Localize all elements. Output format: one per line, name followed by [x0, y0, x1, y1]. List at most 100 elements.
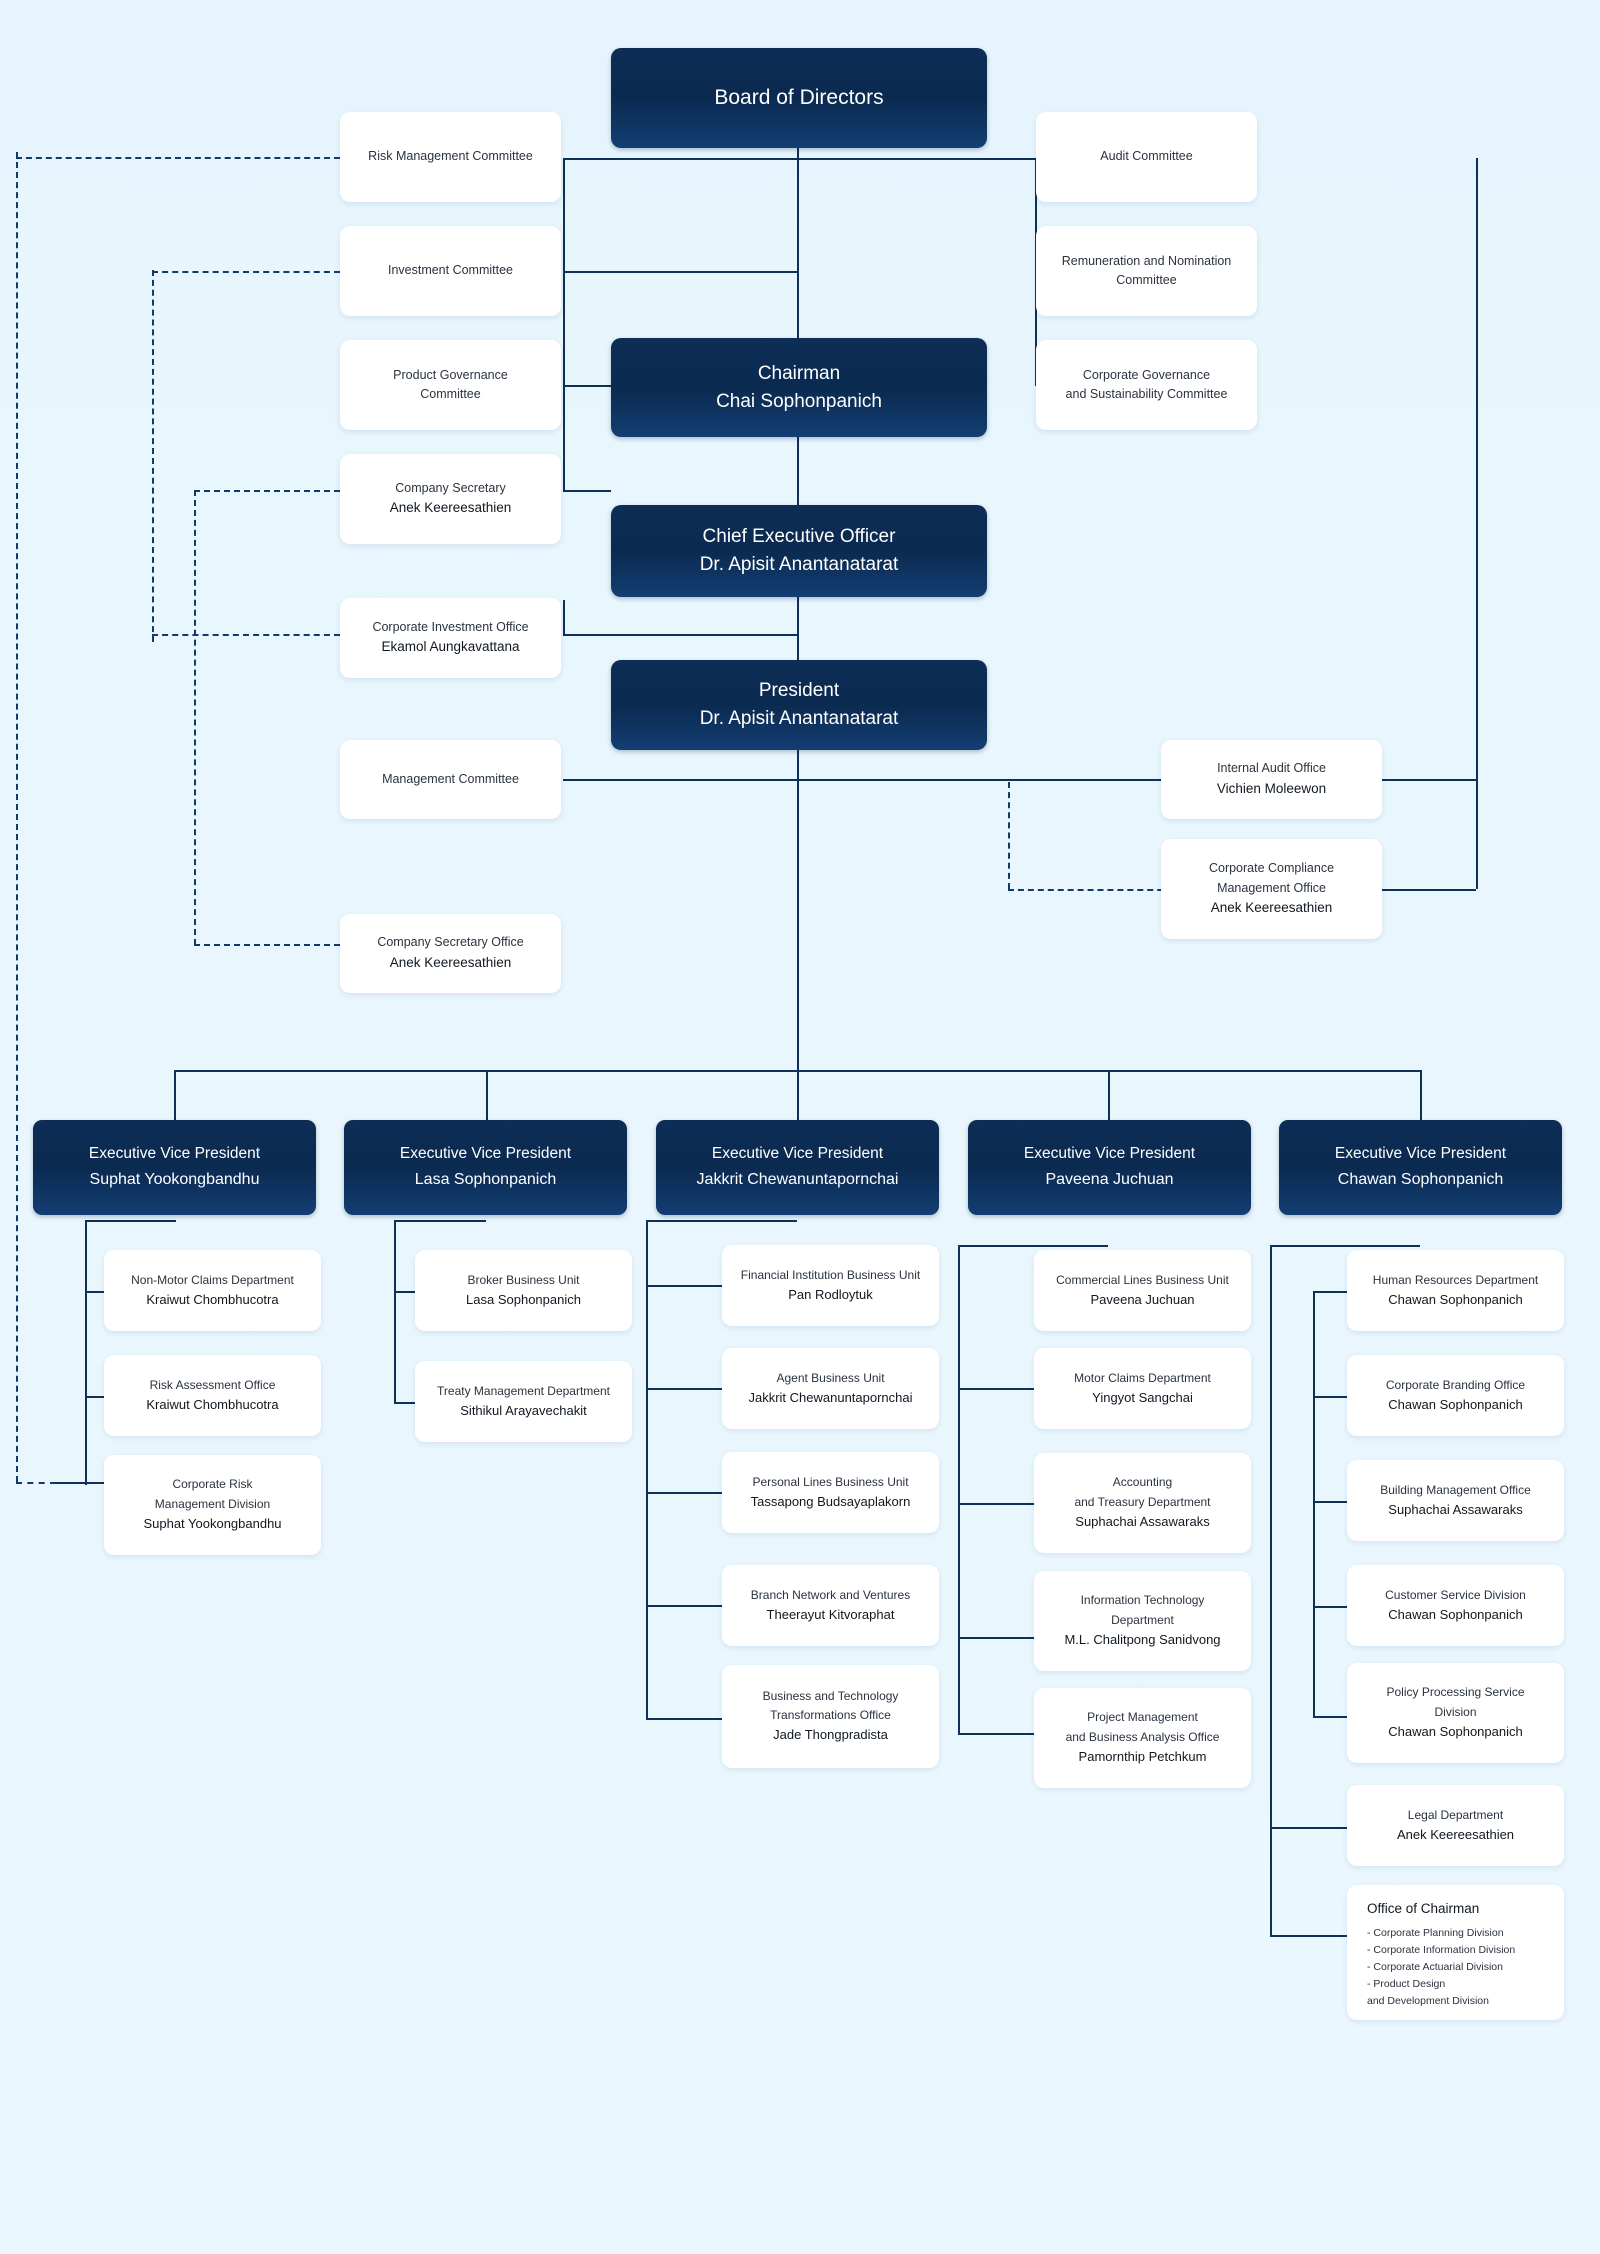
node-title: Personal Lines Business Unit [752, 1474, 909, 1489]
node-risk-assessment-office[interactable]: Risk Assessment Office Kraiwut Chombhuco… [104, 1355, 321, 1436]
node-person: Vichien Moleewon [1216, 780, 1327, 796]
connector-internal-audit [1382, 779, 1476, 781]
node-evp-chawan-sophonpanich[interactable]: Executive Vice President Chawan Sophonpa… [1279, 1120, 1562, 1215]
node-customer-service-division[interactable]: Customer Service Division Chawan Sophonp… [1347, 1565, 1564, 1646]
node-title: Broker Business Unit [467, 1272, 580, 1287]
node-person: Chawan Sophonpanich [1388, 1723, 1523, 1739]
node-person: Ekamol Aungkavattana [381, 639, 520, 655]
node-treaty-management-department[interactable]: Treaty Management Department Sithikul Ar… [415, 1361, 632, 1442]
node-title: Executive Vice President [711, 1145, 884, 1163]
connector-col2-rail [394, 1220, 396, 1403]
connector-col5-b4 [1313, 1606, 1347, 1608]
node-corporate-branding-office[interactable]: Corporate Branding Office Chawan Sophonp… [1347, 1355, 1564, 1436]
node-information-technology-department[interactable]: Information Technology Department M.L. C… [1034, 1571, 1251, 1671]
connector-col4-top [958, 1245, 1108, 1247]
node-corporate-risk-management-division[interactable]: Corporate Risk Management Division Supha… [104, 1455, 321, 1555]
node-personal-lines-business-unit[interactable]: Personal Lines Business Unit Tassapong B… [722, 1452, 939, 1533]
node-company-secretary[interactable]: Company Secretary Anek Keereesathien [340, 454, 561, 544]
node-corporate-governance-and-sustainability-committee[interactable]: Corporate Governance and Sustainability … [1036, 340, 1257, 430]
node-title: Policy Processing Service Division [1386, 1685, 1525, 1719]
node-motor-claims-department[interactable]: Motor Claims Department Yingyot Sangchai [1034, 1348, 1251, 1429]
node-person: Chawan Sophonpanich [1388, 1396, 1523, 1412]
list-item: - Product Design and Development Divisio… [1367, 1977, 1489, 2007]
node-accounting-and-treasury-department[interactable]: Accounting and Treasury Department Supha… [1034, 1453, 1251, 1553]
node-chairman[interactable]: Chairman Chai Sophonpanich [611, 338, 987, 437]
node-non-motor-claims-department[interactable]: Non-Motor Claims Department Kraiwut Chom… [104, 1250, 321, 1331]
node-internal-audit-office[interactable]: Internal Audit Office Vichien Moleewon [1161, 740, 1382, 819]
node-person: Anek Keereesathien [1210, 899, 1333, 915]
node-title: President [758, 680, 840, 702]
node-title: Audit Committee [1100, 149, 1193, 164]
node-person: Paveena Juchuan [1090, 1291, 1195, 1307]
dashed-corporate-risk-division [16, 1482, 56, 1484]
node-financial-institution-business-unit[interactable]: Financial Institution Business Unit Pan … [722, 1245, 939, 1326]
connector-col1-rail-top [174, 1220, 176, 1222]
node-board-of-directors[interactable]: Board of Directors [611, 48, 987, 148]
node-title: Commercial Lines Business Unit [1056, 1272, 1229, 1287]
node-evp-paveena-juchuan[interactable]: Executive Vice President Paveena Juchuan [968, 1120, 1251, 1215]
connector-col5-b5 [1313, 1716, 1347, 1718]
connector-spine-ceo-president [797, 597, 799, 660]
connector-col3-b2 [646, 1388, 722, 1390]
connector-col4-b2 [958, 1388, 1034, 1390]
node-business-and-technology-transformations-office[interactable]: Business and Technology Transformations … [722, 1665, 939, 1768]
node-commercial-lines-business-unit[interactable]: Commercial Lines Business Unit Paveena J… [1034, 1250, 1251, 1331]
connector-col1-b3 [54, 1482, 104, 1484]
node-title: Corporate Risk Management Division [154, 1477, 271, 1511]
node-broker-business-unit[interactable]: Broker Business Unit Lasa Sophonpanich [415, 1250, 632, 1331]
node-product-governance-committee[interactable]: Product Governance Committee [340, 340, 561, 430]
dashed-corporate-investment [152, 634, 340, 636]
node-evp-suphat-yookongbandhu[interactable]: Executive Vice President Suphat Yookongb… [33, 1120, 316, 1215]
node-human-resources-department[interactable]: Human Resources Department Chawan Sophon… [1347, 1250, 1564, 1331]
node-company-secretary-office[interactable]: Company Secretary Office Anek Keereesath… [340, 914, 561, 993]
node-building-management-office[interactable]: Building Management Office Suphachai Ass… [1347, 1460, 1564, 1541]
connector-col1-rail [85, 1220, 87, 1485]
dashed-outer-left-rail [16, 152, 18, 1482]
node-management-committee[interactable]: Management Committee [340, 740, 561, 819]
connector-col3-b1 [646, 1285, 722, 1287]
node-president[interactable]: President Dr. Apisit Anantanatarat [611, 660, 987, 750]
node-audit-committee[interactable]: Audit Committee [1036, 112, 1257, 202]
node-person: Dr. Apisit Anantanatarat [699, 554, 899, 575]
node-evp-lasa-sophonpanich[interactable]: Executive Vice President Lasa Sophonpani… [344, 1120, 627, 1215]
list-item: - Corporate Planning Division [1367, 1926, 1504, 1939]
node-title: Project Management and Business Analysis… [1065, 1710, 1220, 1744]
node-title: Financial Institution Business Unit [740, 1267, 921, 1282]
connector-col4-rail [958, 1245, 960, 1733]
connector-col2-b2 [394, 1402, 415, 1404]
connector-left-product [563, 385, 611, 387]
dashed-secretary-rail [194, 490, 196, 945]
node-title: Human Resources Department [1372, 1272, 1539, 1287]
connector-spine-board-chairman [797, 148, 799, 338]
connector-col1-b1 [85, 1291, 104, 1293]
node-title: Corporate Compliance Management Office [1208, 861, 1335, 895]
node-chief-executive-officer[interactable]: Chief Executive Officer Dr. Apisit Anant… [611, 505, 987, 597]
dashed-company-secretary [194, 490, 340, 492]
node-investment-committee[interactable]: Investment Committee [340, 226, 561, 316]
node-title: Corporate Governance and Sustainability … [1065, 367, 1228, 401]
connector-col5-top [1270, 1245, 1420, 1247]
node-office-of-chairman[interactable]: Office of Chairman - Corporate Planning … [1347, 1885, 1564, 2020]
node-agent-business-unit[interactable]: Agent Business Unit Jakkrit Chewanuntapo… [722, 1348, 939, 1429]
node-person: Tassapong Budsayaplakorn [750, 1493, 911, 1509]
node-remuneration-and-nomination-committee[interactable]: Remuneration and Nomination Committee [1036, 226, 1257, 316]
node-risk-management-committee[interactable]: Risk Management Committee [340, 112, 561, 202]
node-person: Anek Keereesathien [389, 954, 512, 970]
node-title: Customer Service Division [1385, 1587, 1526, 1602]
node-corporate-investment-office[interactable]: Corporate Investment Office Ekamol Aungk… [340, 598, 561, 678]
node-person: Chawan Sophonpanich [1388, 1606, 1523, 1622]
node-branch-network-and-ventures[interactable]: Branch Network and Ventures Theerayut Ki… [722, 1565, 939, 1646]
node-policy-processing-service-division[interactable]: Policy Processing Service Division Chawa… [1347, 1663, 1564, 1763]
node-title: Branch Network and Ventures [750, 1587, 911, 1602]
list-item: - Corporate Actuarial Division [1367, 1960, 1503, 1973]
node-person: Suphat Yookongbandhu [143, 1515, 282, 1531]
node-project-management-and-business-analysis-office[interactable]: Project Management and Business Analysis… [1034, 1688, 1251, 1788]
node-title: Executive Vice President [88, 1145, 261, 1163]
connector-col1-b2 [85, 1396, 104, 1398]
node-legal-department[interactable]: Legal Department Anek Keereesathien [1347, 1785, 1564, 1866]
connector-president-right-offices [797, 779, 1476, 781]
node-corporate-compliance-management-office[interactable]: Corporate Compliance Management Office A… [1161, 839, 1382, 939]
node-person: Anek Keereesathien [1396, 1826, 1515, 1842]
node-evp-jakkrit-chewanuntapornchai[interactable]: Executive Vice President Jakkrit Chewanu… [656, 1120, 939, 1215]
connector-evp-stem-5 [1420, 1070, 1422, 1120]
